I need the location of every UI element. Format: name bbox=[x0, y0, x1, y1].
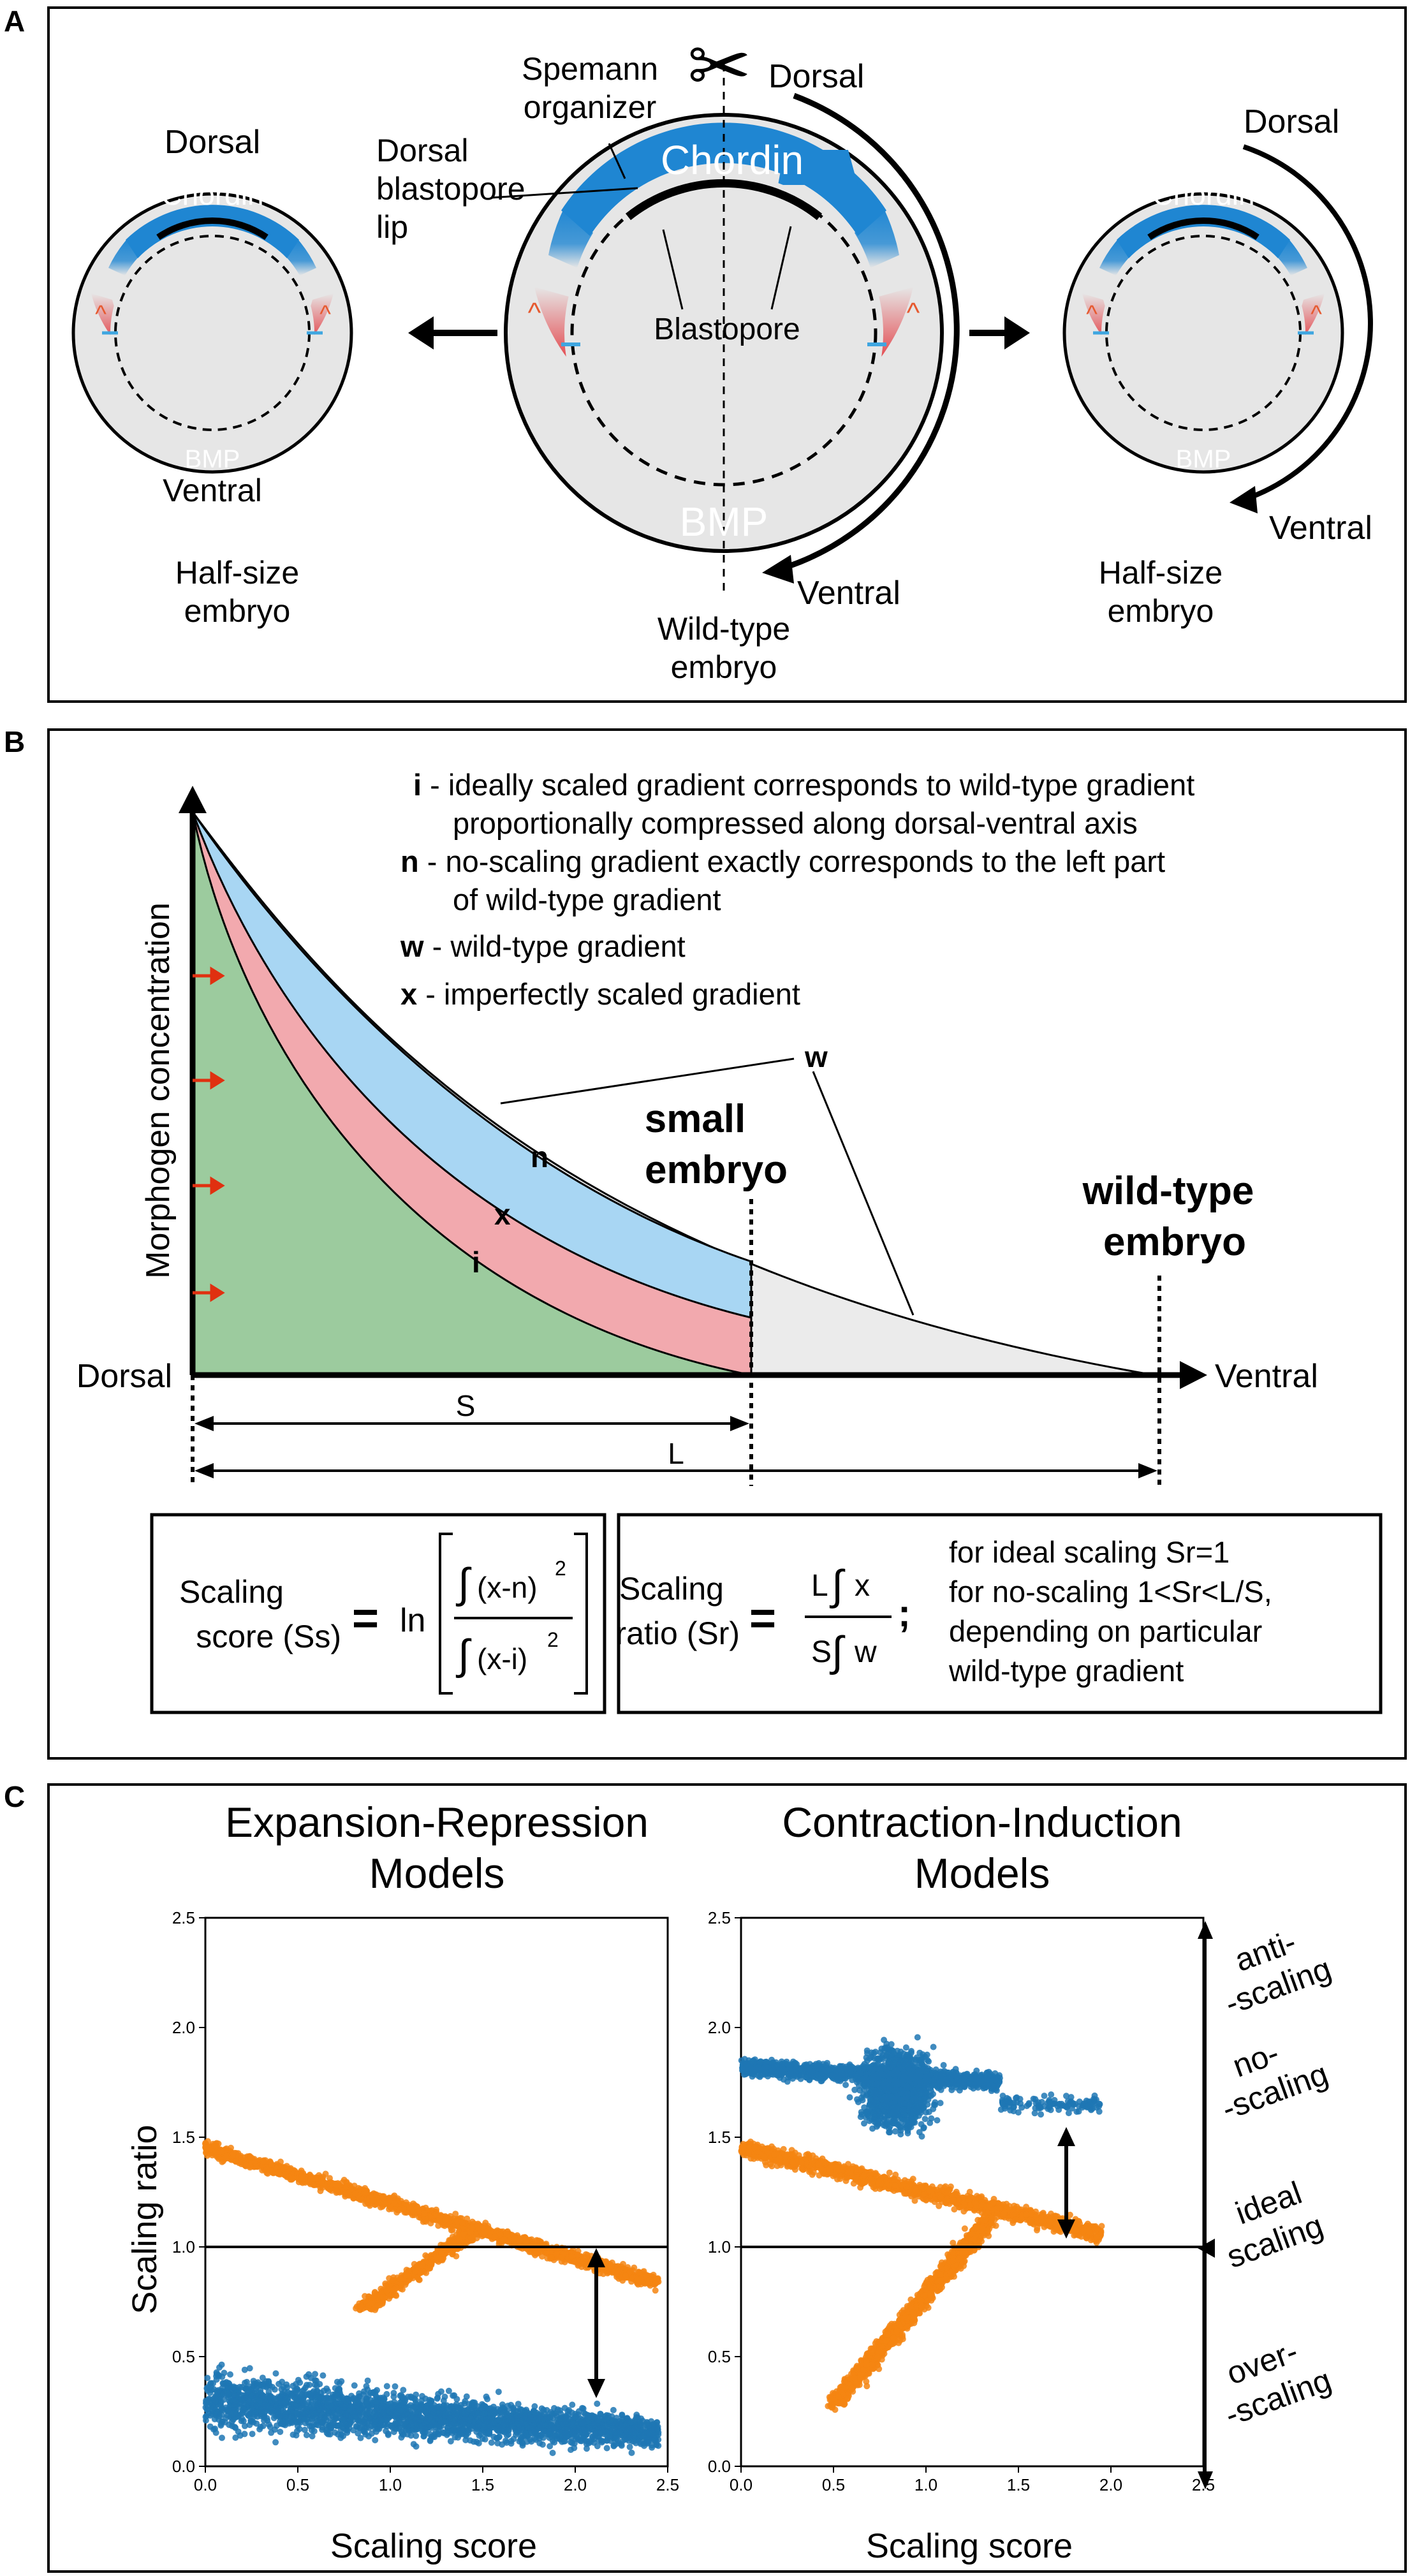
lip-label-1: Dorsal bbox=[376, 133, 468, 168]
left-ventral-label: Ventral bbox=[163, 473, 262, 508]
right-dorsal-label: Dorsal bbox=[1244, 103, 1339, 140]
center-caption-2: embryo bbox=[671, 649, 777, 685]
lip-label-2: blastopore bbox=[376, 171, 525, 207]
right-ventral-label: Ventral bbox=[1269, 510, 1372, 547]
right-bmp-label: BMP bbox=[1176, 445, 1231, 473]
right-caption-2: embryo bbox=[1108, 593, 1214, 629]
right-caption-1: Half-size bbox=[1099, 555, 1223, 591]
left-hat-right: ^ bbox=[319, 301, 331, 328]
left-caption-2: embryo bbox=[184, 593, 291, 629]
center-bmp-label: BMP bbox=[680, 499, 768, 545]
center-dorsal-label: Dorsal bbox=[768, 58, 864, 95]
left-embryo bbox=[71, 192, 353, 474]
left-chordin-label: Chordin bbox=[161, 178, 263, 211]
lip-label-3: lip bbox=[376, 209, 408, 245]
left-caption-1: Half-size bbox=[175, 555, 299, 591]
scissors-icon: ✂ bbox=[687, 24, 752, 109]
center-hat-left: ^ bbox=[528, 297, 541, 328]
left-bmp-label: BMP bbox=[185, 445, 240, 473]
spemann-label-2: organizer bbox=[524, 89, 656, 125]
spemann-label-1: Spemann bbox=[522, 51, 658, 87]
center-hat-right: ^ bbox=[907, 297, 920, 328]
left-hat-left: ^ bbox=[95, 301, 106, 328]
center-ventral-label: Ventral bbox=[797, 575, 900, 612]
right-hat-left: ^ bbox=[1086, 301, 1098, 328]
center-chordin-label: Chordin bbox=[661, 137, 804, 183]
right-hat-right: ^ bbox=[1311, 301, 1322, 328]
blastopore-label: Blastopore bbox=[654, 313, 800, 346]
right-chordin-label: Chordin bbox=[1152, 178, 1254, 211]
left-dorsal-label: Dorsal bbox=[165, 124, 260, 161]
center-caption-1: Wild-type bbox=[657, 611, 790, 647]
